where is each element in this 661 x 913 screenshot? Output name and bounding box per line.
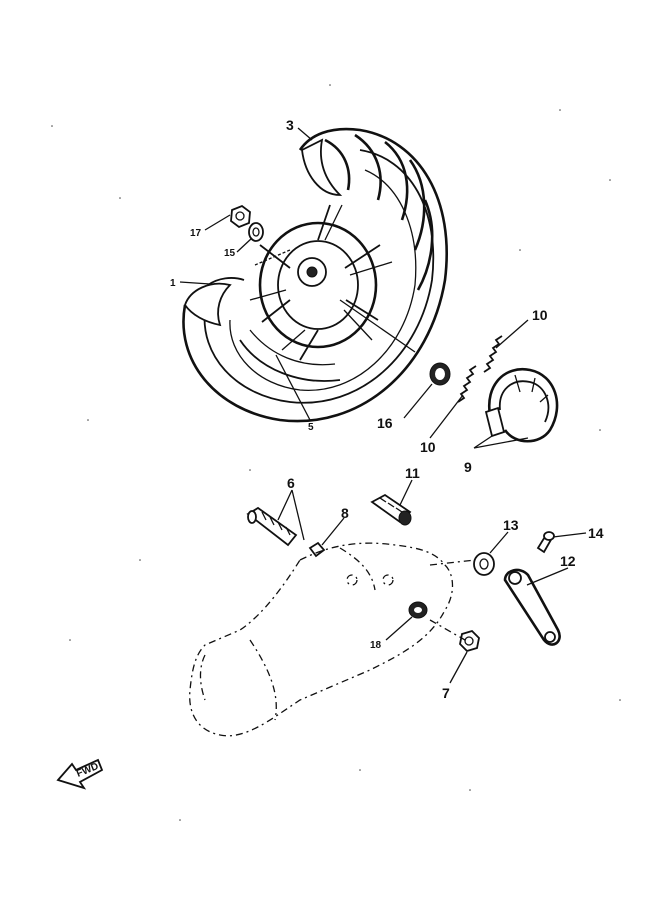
transmission-case-outline	[189, 542, 476, 737]
callout-18: 18	[370, 640, 382, 651]
bolt-14	[536, 531, 555, 554]
washer-13	[473, 552, 495, 576]
callout-5: 5	[308, 422, 314, 433]
o-ring-8	[308, 541, 326, 558]
callout-13: 13	[503, 517, 519, 533]
callout-6: 6	[287, 475, 295, 491]
callout-14: 14	[588, 525, 604, 541]
wheel-rim	[258, 221, 378, 349]
washer-15	[248, 222, 264, 242]
brake-shoe-9	[484, 367, 559, 443]
callout-15: 15	[224, 248, 236, 259]
forward-arrow-icon: FWD	[56, 758, 104, 790]
tire	[182, 127, 448, 423]
axle-nut-17	[230, 204, 251, 229]
brake-camshaft-11	[370, 493, 412, 526]
callout-labels: 3 17 15 1 5 10 16 10 9 11 6 8 13 14 12 1…	[170, 117, 604, 701]
callout-17: 17	[190, 228, 202, 239]
callout-10-lower: 10	[420, 439, 436, 455]
callout-9: 9	[464, 459, 472, 475]
callout-1: 1	[170, 278, 176, 289]
oil-seal-18	[408, 601, 428, 619]
spring-10-lower	[457, 365, 477, 403]
spring-10-upper	[483, 335, 503, 373]
print-speckle	[51, 84, 621, 821]
rear-wheel-assembly	[182, 127, 448, 423]
oil-seal-16	[429, 362, 451, 386]
callout-3: 3	[286, 117, 294, 133]
callout-10-upper: 10	[532, 307, 548, 323]
brake-arm-12	[503, 568, 561, 646]
callout-12: 12	[560, 553, 576, 569]
callout-11: 11	[405, 465, 420, 481]
callout-8: 8	[341, 505, 349, 521]
nut-7	[459, 629, 480, 653]
callout-16: 16	[377, 415, 393, 431]
callout-7: 7	[442, 685, 450, 701]
bolt-6	[246, 506, 298, 547]
leader-lines	[179, 127, 587, 684]
